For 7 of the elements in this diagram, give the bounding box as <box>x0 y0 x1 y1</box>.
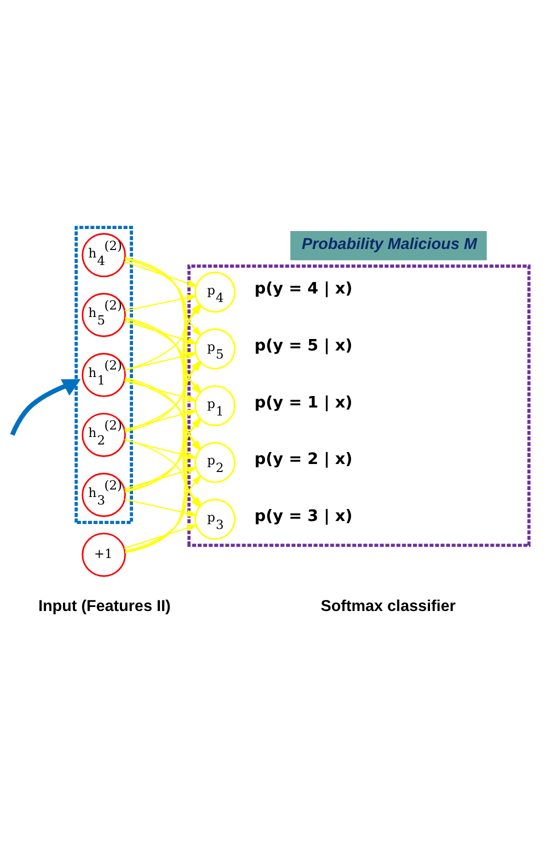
node-label: p(y = 3 | x) <box>254 505 353 524</box>
node-label: p(y = 4 | x) <box>254 278 353 298</box>
label: Softmax classifier <box>320 597 456 614</box>
label: Input (Features II) <box>38 597 171 614</box>
node-label: p(y = 5 | x) <box>254 335 353 354</box>
node-label: p(y = 2 | x) <box>254 448 353 468</box>
node-label: p(y = 1 | x) <box>254 392 353 411</box>
